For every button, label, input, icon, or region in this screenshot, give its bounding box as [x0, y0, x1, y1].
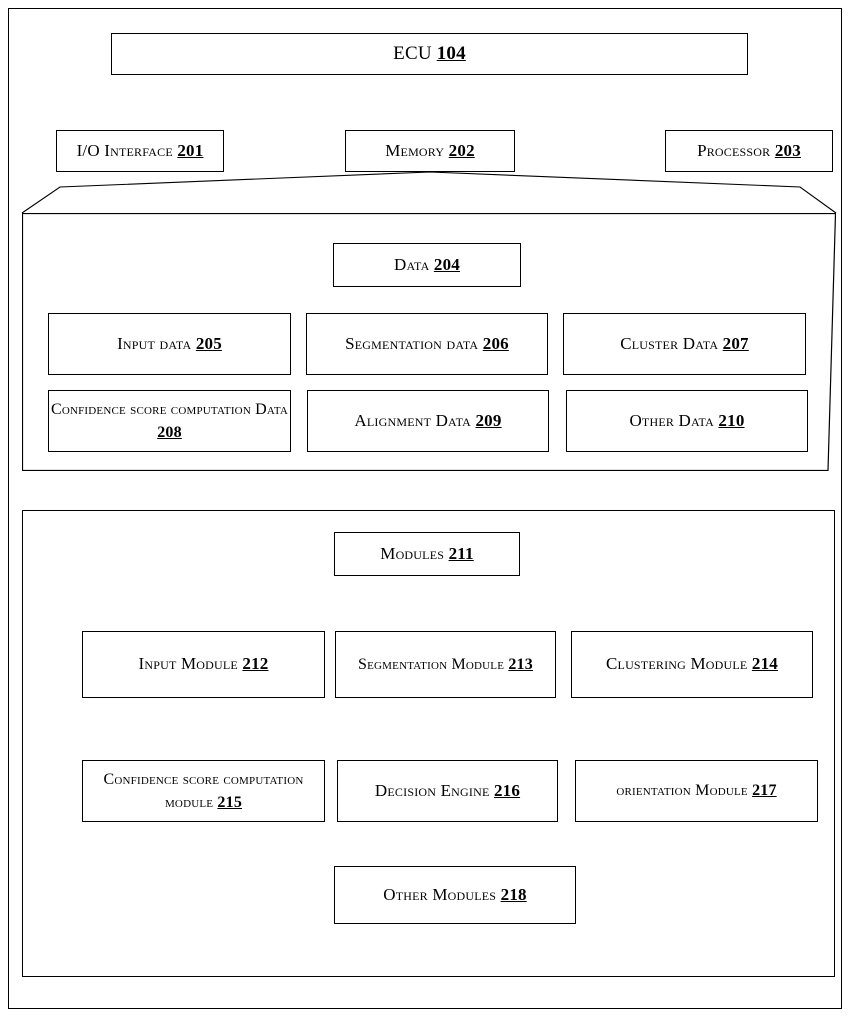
- input-data-label: Input data 205: [117, 333, 222, 353]
- ecu-label: ECU 104: [393, 42, 466, 64]
- confidence-score-computation-module-label: Confidence score computation module 215: [103, 770, 304, 811]
- cluster-data-label: Cluster Data 207: [620, 333, 749, 353]
- io-interface-box: I/O Interface 201: [56, 130, 224, 172]
- segmentation-module-box: Segmentation Module 213: [335, 631, 556, 698]
- cluster-data-box: Cluster Data 207: [563, 313, 806, 375]
- confidence-score-computation-data-box: Confidence score computation Data 208: [48, 390, 291, 452]
- input-data-box: Input data 205: [48, 313, 291, 375]
- decision-engine-label: Decision Engine 216: [374, 780, 521, 800]
- data-title-box: Data 204: [333, 243, 521, 287]
- memory-label: Memory 202: [385, 140, 475, 160]
- other-modules-label: Other Modules 218: [383, 884, 527, 904]
- data-title-label: Data 204: [393, 254, 460, 274]
- decision-engine-box: Decision Engine 216: [337, 760, 558, 822]
- other-modules-box: Other Modules 218: [334, 866, 576, 924]
- clustering-module-label: Clustering Module 214: [606, 654, 778, 674]
- memory-box: Memory 202: [345, 130, 515, 172]
- input-module-box: Input Module 212: [82, 631, 325, 698]
- modules-title-label: Modules 211: [380, 543, 474, 563]
- modules-title-box: Modules 211: [334, 532, 520, 576]
- io-interface-label: I/O Interface 201: [76, 140, 204, 160]
- clustering-module-box: Clustering Module 214: [571, 631, 813, 698]
- alignment-data-box: Alignment Data 209: [307, 390, 549, 452]
- alignment-data-label: Alignment Data 209: [354, 410, 502, 430]
- processor-label: Processor 203: [697, 140, 801, 160]
- segmentation-data-label: Segmentation data 206: [345, 333, 509, 353]
- other-data-label: Other Data 210: [629, 410, 745, 430]
- segmentation-data-box: Segmentation data 206: [306, 313, 548, 375]
- confidence-score-computation-data-label: Confidence score computation Data 208: [50, 400, 289, 441]
- confidence-score-computation-module-box: Confidence score computation module 215: [82, 760, 325, 822]
- input-module-label: Input Module 212: [138, 654, 269, 674]
- processor-box: Processor 203: [665, 130, 833, 172]
- other-data-box: Other Data 210: [566, 390, 808, 452]
- orientation-module-label: orientation Module 217: [616, 781, 777, 799]
- segmentation-module-label: Segmentation Module 213: [358, 655, 533, 673]
- orientation-module-box: orientation Module 217: [575, 760, 818, 822]
- ecu-box: ECU 104: [111, 33, 748, 75]
